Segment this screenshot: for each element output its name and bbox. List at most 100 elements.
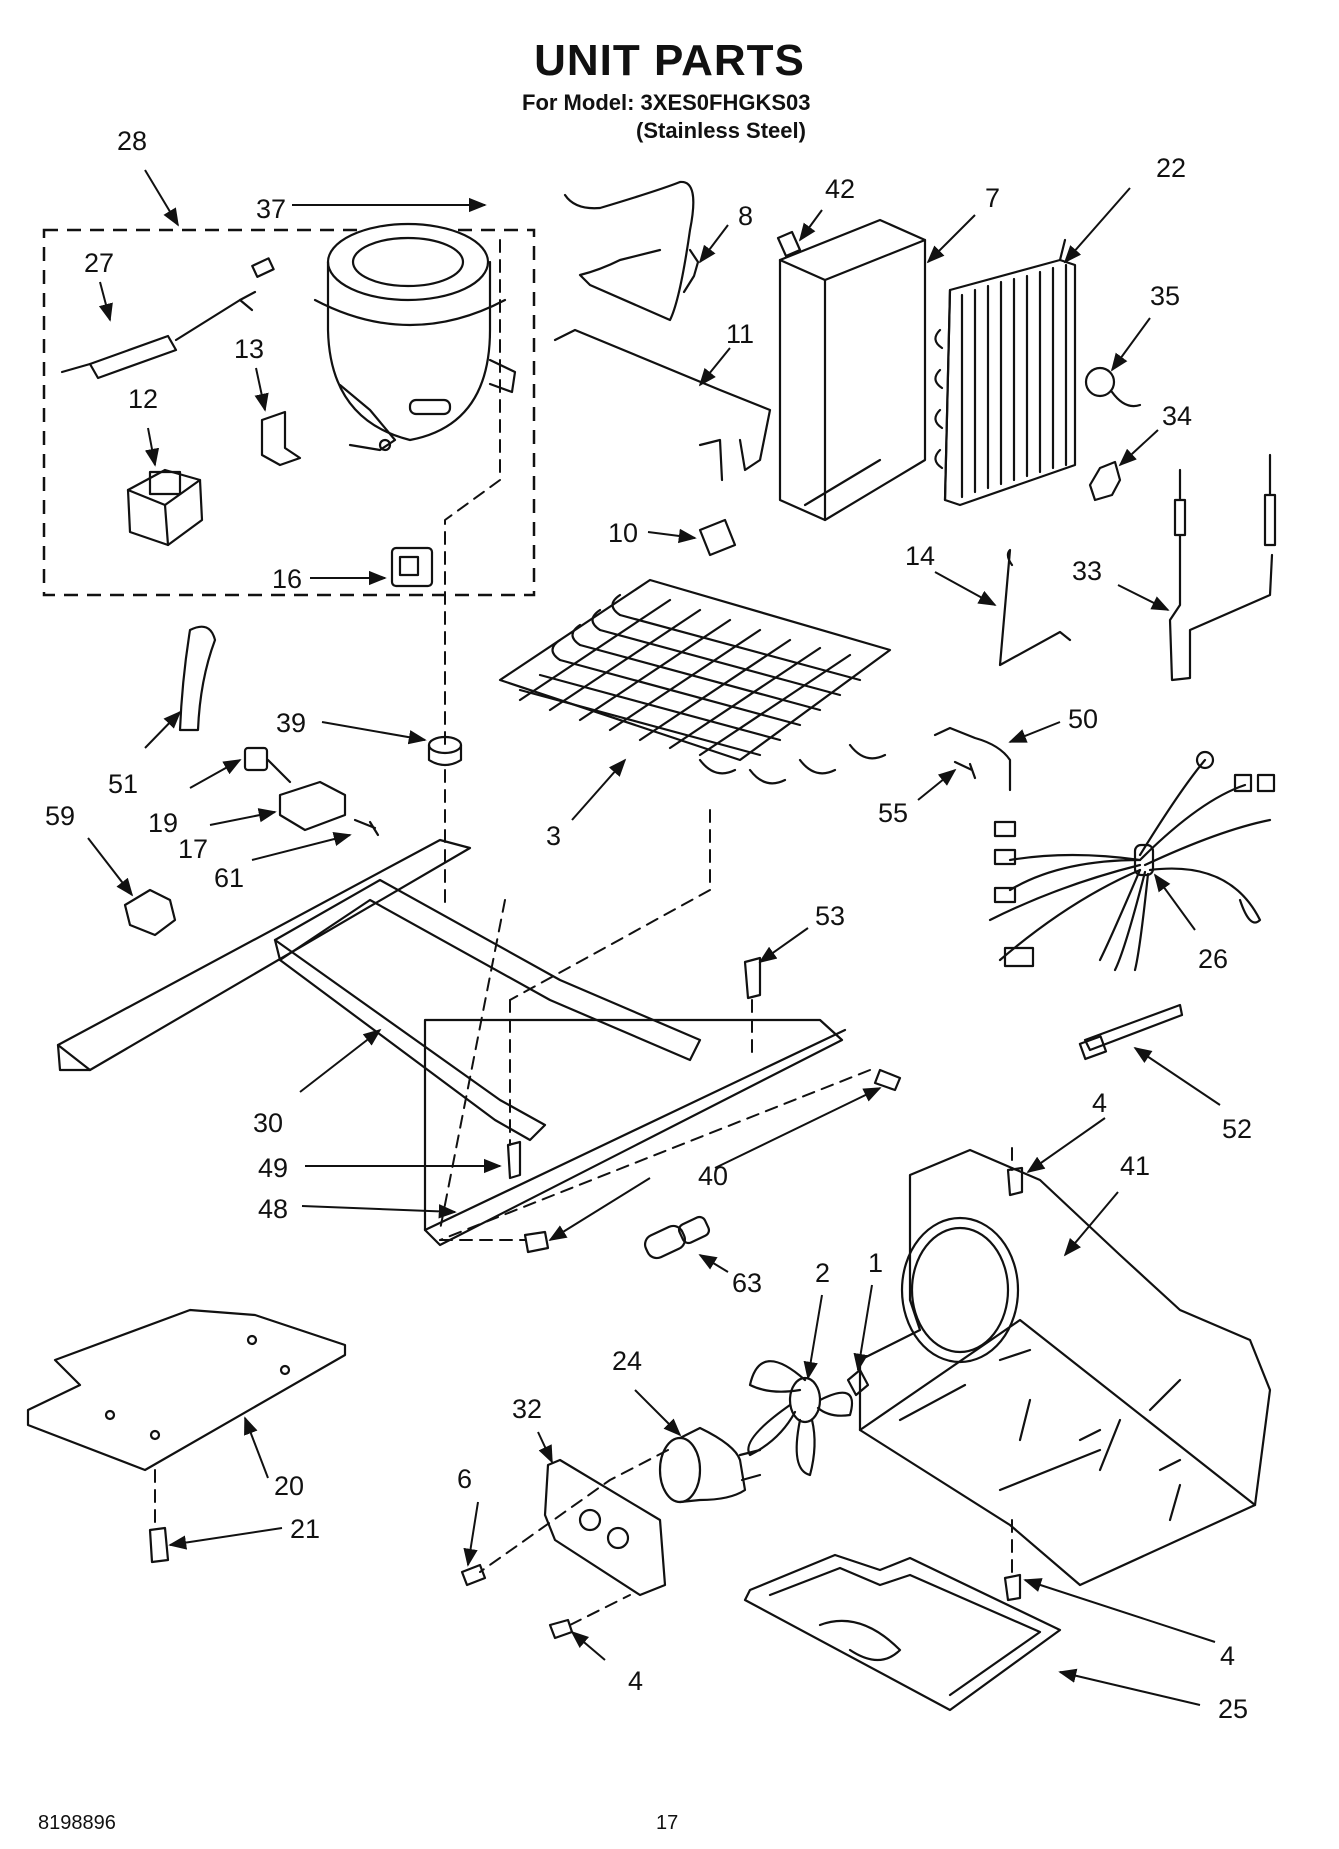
callout-53: 53 xyxy=(815,901,845,931)
callout-11: 11 xyxy=(726,319,754,349)
screw-21-drawing xyxy=(148,1526,170,1564)
callout-12: 12 xyxy=(128,384,158,414)
leader-10 xyxy=(647,528,697,544)
drain-tube-drawing xyxy=(553,328,772,472)
access-panel-drawing xyxy=(26,1308,347,1472)
tubing-set-drawing xyxy=(1168,453,1277,682)
leader-4b xyxy=(1023,1578,1216,1643)
fan-blade-drawing xyxy=(747,1360,854,1477)
capacitor-drawing xyxy=(278,780,347,832)
model-variant: (Stainless Steel) xyxy=(636,118,806,143)
callout-59: 59 xyxy=(45,801,75,831)
overload-drawing xyxy=(390,546,434,588)
callout-19: 19 xyxy=(148,808,178,838)
leader-8 xyxy=(698,224,729,264)
leader-11 xyxy=(698,347,731,387)
leader-26 xyxy=(1153,873,1196,931)
fan-motor-drawing xyxy=(658,1426,762,1504)
leader-63 xyxy=(698,1254,729,1273)
callout-51: 51 xyxy=(108,769,138,799)
callout-16: 16 xyxy=(272,564,302,594)
callout-32: 32 xyxy=(512,1394,542,1424)
compressor-assembly-box xyxy=(42,228,536,597)
callout-2: 2 xyxy=(815,1258,830,1288)
callout-35: 35 xyxy=(1150,281,1180,311)
clip-42-drawing xyxy=(776,230,802,258)
terminal-block-drawing xyxy=(243,746,269,772)
page-title: UNIT PARTS xyxy=(534,36,805,85)
callout-61: 61 xyxy=(214,863,244,893)
callout-25: 25 xyxy=(1218,1694,1248,1724)
callout-34: 34 xyxy=(1162,401,1192,431)
leader-40a xyxy=(714,1087,882,1169)
leader-61 xyxy=(251,832,352,861)
leader-27 xyxy=(98,281,113,322)
callout-1: 1 xyxy=(868,1248,883,1278)
screw-4c-drawing xyxy=(1006,1166,1024,1197)
screw-53-drawing xyxy=(743,956,762,1000)
leader-50 xyxy=(1008,721,1061,743)
callout-50: 50 xyxy=(1068,704,1098,734)
leader-12 xyxy=(144,427,160,467)
leader-30 xyxy=(299,1028,382,1093)
leader-52 xyxy=(1133,1046,1221,1106)
tube-drawing xyxy=(563,180,695,322)
callout-13: 13 xyxy=(234,334,264,364)
callout-26: 26 xyxy=(1198,944,1228,974)
fitting-drawing xyxy=(643,1215,711,1260)
leader-1 xyxy=(853,1284,873,1372)
leader-25 xyxy=(1058,1668,1201,1706)
leader-17 xyxy=(209,808,277,826)
leader-19 xyxy=(189,759,242,789)
clamp-drawing xyxy=(123,888,177,937)
callout-39: 39 xyxy=(276,708,306,738)
callout-10: 10 xyxy=(608,518,638,548)
model-number: For Model: 3XES0FHGKS03 xyxy=(522,90,811,115)
callout-22: 22 xyxy=(1156,153,1186,183)
leader-2 xyxy=(803,1294,823,1380)
leader-40b xyxy=(548,1177,651,1241)
screw-55-drawing xyxy=(953,760,977,780)
callout-14: 14 xyxy=(905,541,935,571)
filter-drier-drawing xyxy=(60,257,275,380)
screw-6-drawing xyxy=(460,1563,487,1587)
condenser-coil-drawing xyxy=(934,238,1077,507)
screw-4b-drawing xyxy=(1003,1573,1022,1602)
screw-4a-drawing xyxy=(548,1618,574,1640)
callout-37: 37 xyxy=(256,194,286,224)
callout-40: 40 xyxy=(698,1161,728,1191)
callout-17: 17 xyxy=(178,834,208,864)
tie-strap-drawing xyxy=(1083,1003,1184,1052)
callout-6: 6 xyxy=(457,1464,472,1494)
leader-51 xyxy=(144,710,182,749)
bracket-drawing xyxy=(1088,460,1122,502)
callout-21: 21 xyxy=(290,1514,320,1544)
clip-50-drawing xyxy=(933,726,1012,792)
leader-48 xyxy=(301,1204,457,1219)
leader-6 xyxy=(463,1501,479,1567)
leader-20 xyxy=(244,1416,269,1479)
leader-39 xyxy=(321,721,427,745)
evaporator-cover-drawing xyxy=(778,218,927,522)
callout-48: 48 xyxy=(258,1194,288,1224)
leader-53 xyxy=(758,927,809,964)
leader-4c xyxy=(570,1630,606,1661)
clip-drawing xyxy=(260,410,302,467)
leader-33 xyxy=(1117,584,1170,611)
callout-27: 27 xyxy=(84,248,114,278)
callout-24: 24 xyxy=(612,1346,642,1376)
callout-30: 30 xyxy=(253,1108,283,1138)
evaporator-coil-drawing xyxy=(498,578,892,785)
screw-61-drawing xyxy=(353,818,380,837)
leader-55 xyxy=(917,768,957,801)
leader-41 xyxy=(1063,1191,1119,1257)
leader-22 xyxy=(1063,187,1131,264)
callout-33: 33 xyxy=(1072,556,1102,586)
fan-motor-small-drawing xyxy=(1084,366,1142,408)
callout-3: 3 xyxy=(546,821,561,851)
compressor-drawing xyxy=(313,222,517,452)
frame-rails-drawing xyxy=(56,838,847,1247)
wire-hanger-drawing xyxy=(998,548,1072,667)
leader-28 xyxy=(144,169,179,227)
